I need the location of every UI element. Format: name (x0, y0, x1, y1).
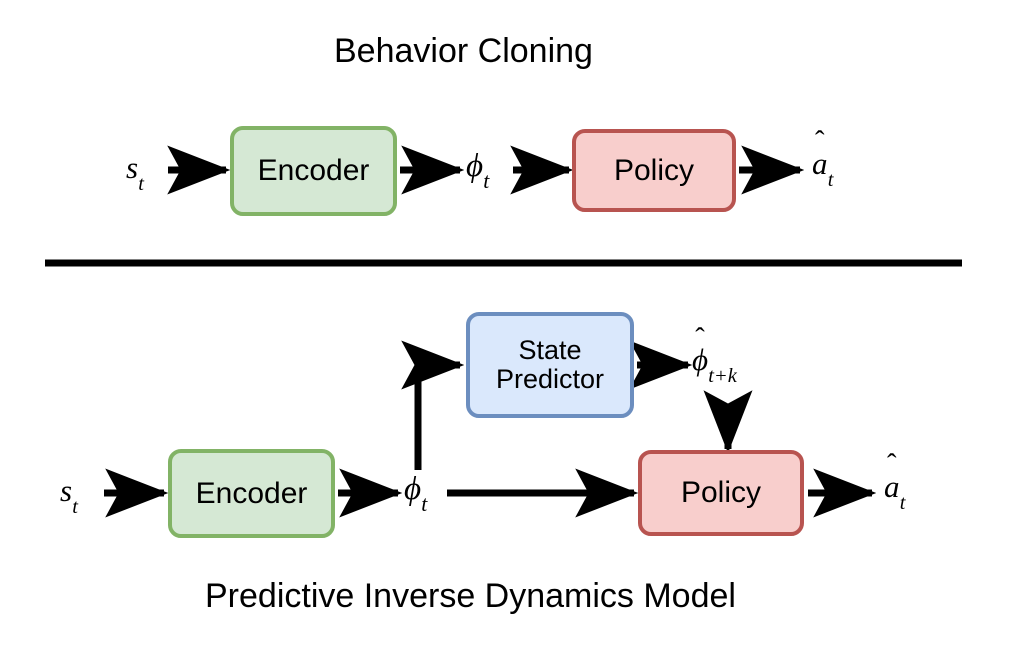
node-encoder-top-label: Encoder (257, 154, 370, 188)
node-encoder-top[interactable]: Encoder (230, 126, 397, 216)
math-sub-t: t (483, 169, 490, 194)
math-sub-t-plus-k: t+k (708, 364, 737, 387)
label-state-bottom: st (60, 473, 78, 517)
math-s: s (126, 150, 139, 185)
node-encoder-bottom[interactable]: Encoder (168, 449, 335, 538)
node-policy-top[interactable]: Policy (572, 129, 736, 212)
node-policy-bottom[interactable]: Policy (638, 450, 804, 536)
node-policy-bottom-label: Policy (680, 476, 762, 510)
node-state-predictor-label-line1: State (518, 335, 582, 366)
panel-caption-pidm: Predictive Inverse Dynamics Model (205, 577, 736, 615)
hat-accent: ˆ (887, 449, 897, 481)
math-sub-t: t (138, 172, 144, 195)
math-sub-t: t (72, 495, 78, 518)
node-state-predictor-label-line2: Predictor (495, 364, 605, 394)
node-encoder-bottom-label: Encoder (195, 476, 308, 510)
math-a: a (812, 146, 828, 181)
label-feature-top: ϕt (466, 148, 489, 193)
node-policy-top-label: Policy (613, 153, 695, 187)
math-a: a (884, 469, 900, 504)
math-sub-t: t (421, 492, 428, 517)
label-state-top: st (126, 150, 144, 194)
hat-accent: ˆ (815, 126, 825, 158)
hat-accent: ˆ (695, 323, 705, 355)
math-phi: ϕ (692, 342, 709, 377)
math-s: s (60, 473, 73, 508)
math-sub-t: t (827, 168, 834, 191)
node-state-predictor[interactable]: State Predictor (466, 312, 634, 418)
math-sub-t: t (899, 491, 906, 514)
label-feature-bottom: ϕt (404, 471, 427, 516)
math-phi: ϕ (466, 148, 484, 184)
panel-title-behavior-cloning: Behavior Cloning (334, 32, 593, 70)
math-phi: ϕ (404, 471, 422, 507)
edge-phi-to-state-predictor (401, 340, 465, 470)
